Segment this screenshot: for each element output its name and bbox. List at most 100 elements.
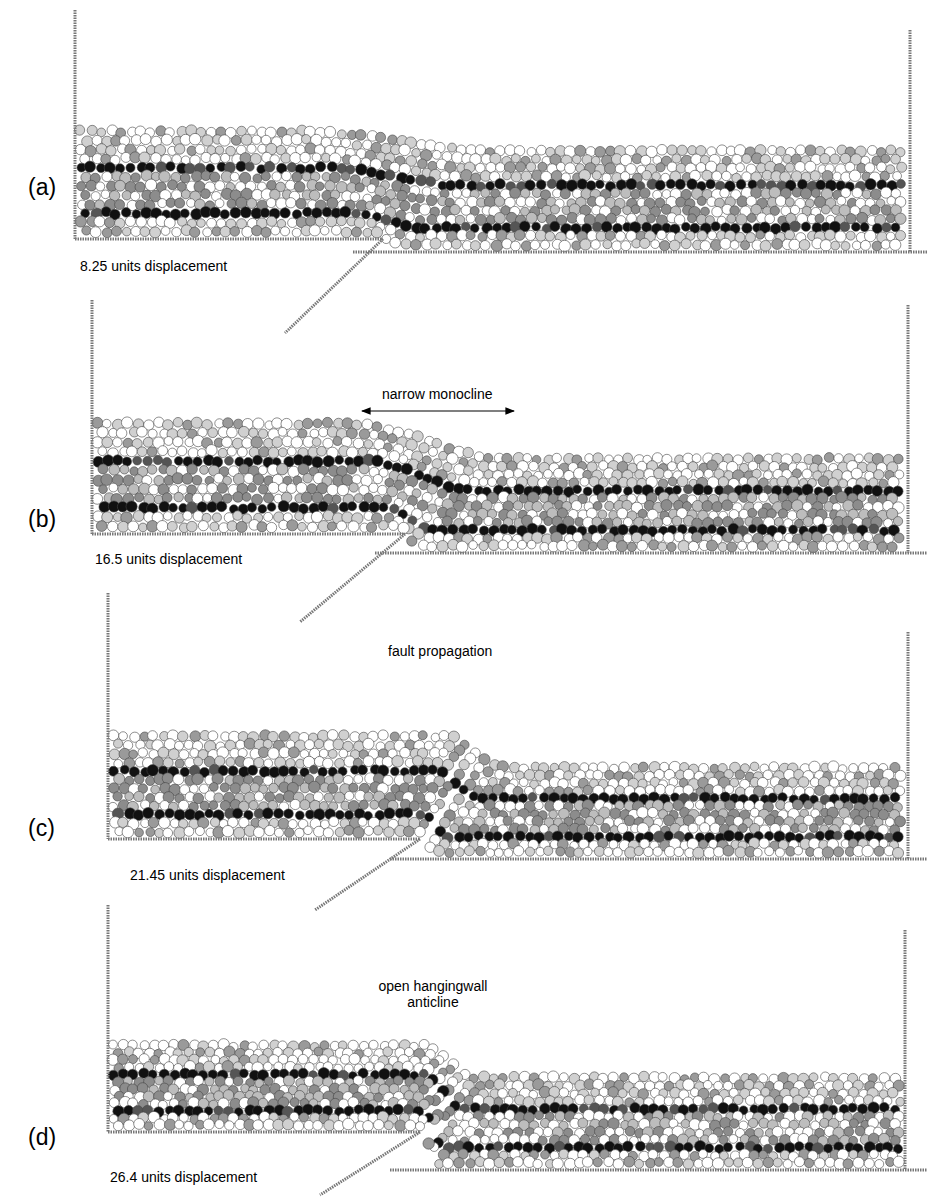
particle (99, 485, 108, 494)
particle (666, 179, 675, 188)
particle (231, 135, 241, 145)
particle (287, 447, 296, 456)
particle (810, 171, 820, 181)
particle (268, 482, 279, 493)
particle (145, 179, 157, 191)
particle (278, 448, 287, 457)
particle (159, 171, 170, 182)
particle (837, 196, 846, 205)
particle (192, 475, 202, 485)
particle (448, 143, 457, 152)
particle (891, 223, 900, 232)
particle (372, 455, 384, 467)
particle (287, 483, 297, 493)
particle (615, 231, 625, 241)
particle (217, 483, 227, 493)
particle (712, 502, 722, 512)
hangingwall-floor (92, 533, 405, 536)
particle (251, 437, 263, 449)
particle (860, 223, 869, 232)
particle (547, 179, 556, 188)
particle (815, 214, 824, 223)
particle (855, 454, 864, 463)
particle (531, 154, 540, 163)
particle (118, 521, 129, 532)
particle (777, 476, 788, 487)
particle (215, 199, 224, 208)
particle (834, 454, 843, 463)
particle (364, 440, 373, 449)
particle (478, 232, 487, 241)
particle (484, 516, 493, 525)
particle (242, 226, 253, 237)
particle (627, 542, 636, 551)
particle (552, 453, 561, 462)
particle (390, 732, 399, 741)
particle (385, 224, 395, 234)
particle (481, 188, 490, 197)
particle (514, 230, 525, 241)
particle (711, 222, 720, 231)
particle (495, 179, 506, 190)
particle (378, 730, 388, 740)
particle (363, 228, 372, 237)
particle (272, 418, 283, 429)
particle (282, 171, 292, 181)
particle (672, 516, 682, 526)
particle (96, 182, 105, 191)
particle (206, 445, 217, 456)
particle (897, 162, 907, 172)
particle (109, 464, 120, 475)
particle (491, 240, 503, 252)
particle (560, 189, 570, 199)
particle (149, 485, 159, 495)
particle (846, 231, 855, 240)
particle (202, 135, 213, 146)
particle (354, 494, 363, 503)
particle (727, 214, 736, 223)
particle (857, 212, 868, 223)
particle (507, 525, 516, 534)
particle (496, 163, 505, 172)
model-panel (74, 10, 927, 333)
particle (240, 207, 251, 218)
particle (230, 227, 240, 237)
particle (767, 541, 778, 552)
particle (510, 187, 521, 198)
left-wall (91, 300, 94, 534)
particle (621, 241, 631, 251)
particle (427, 542, 437, 552)
particle (597, 524, 607, 534)
particle (807, 541, 818, 552)
particle (789, 542, 798, 551)
particle (292, 172, 302, 182)
particle (241, 134, 252, 145)
particle (591, 240, 601, 250)
particle (173, 437, 183, 447)
particle (596, 231, 606, 241)
particle (261, 227, 271, 237)
particle (759, 461, 769, 471)
particle (841, 242, 850, 251)
particle (896, 179, 905, 188)
particle (172, 227, 181, 236)
particle (870, 205, 880, 215)
particle (727, 542, 737, 552)
particle (385, 170, 395, 180)
particle (654, 468, 665, 479)
particle (867, 145, 877, 155)
particle (489, 540, 500, 551)
particle (595, 196, 606, 207)
particle (399, 455, 408, 464)
particle (327, 522, 336, 531)
particle (536, 145, 546, 155)
particle (669, 240, 680, 251)
particle (824, 229, 835, 240)
particle (840, 222, 850, 232)
particle (166, 198, 175, 207)
particle (882, 223, 891, 232)
particle (169, 503, 178, 512)
particle (621, 188, 631, 198)
particle (805, 145, 816, 156)
particle (286, 198, 296, 208)
